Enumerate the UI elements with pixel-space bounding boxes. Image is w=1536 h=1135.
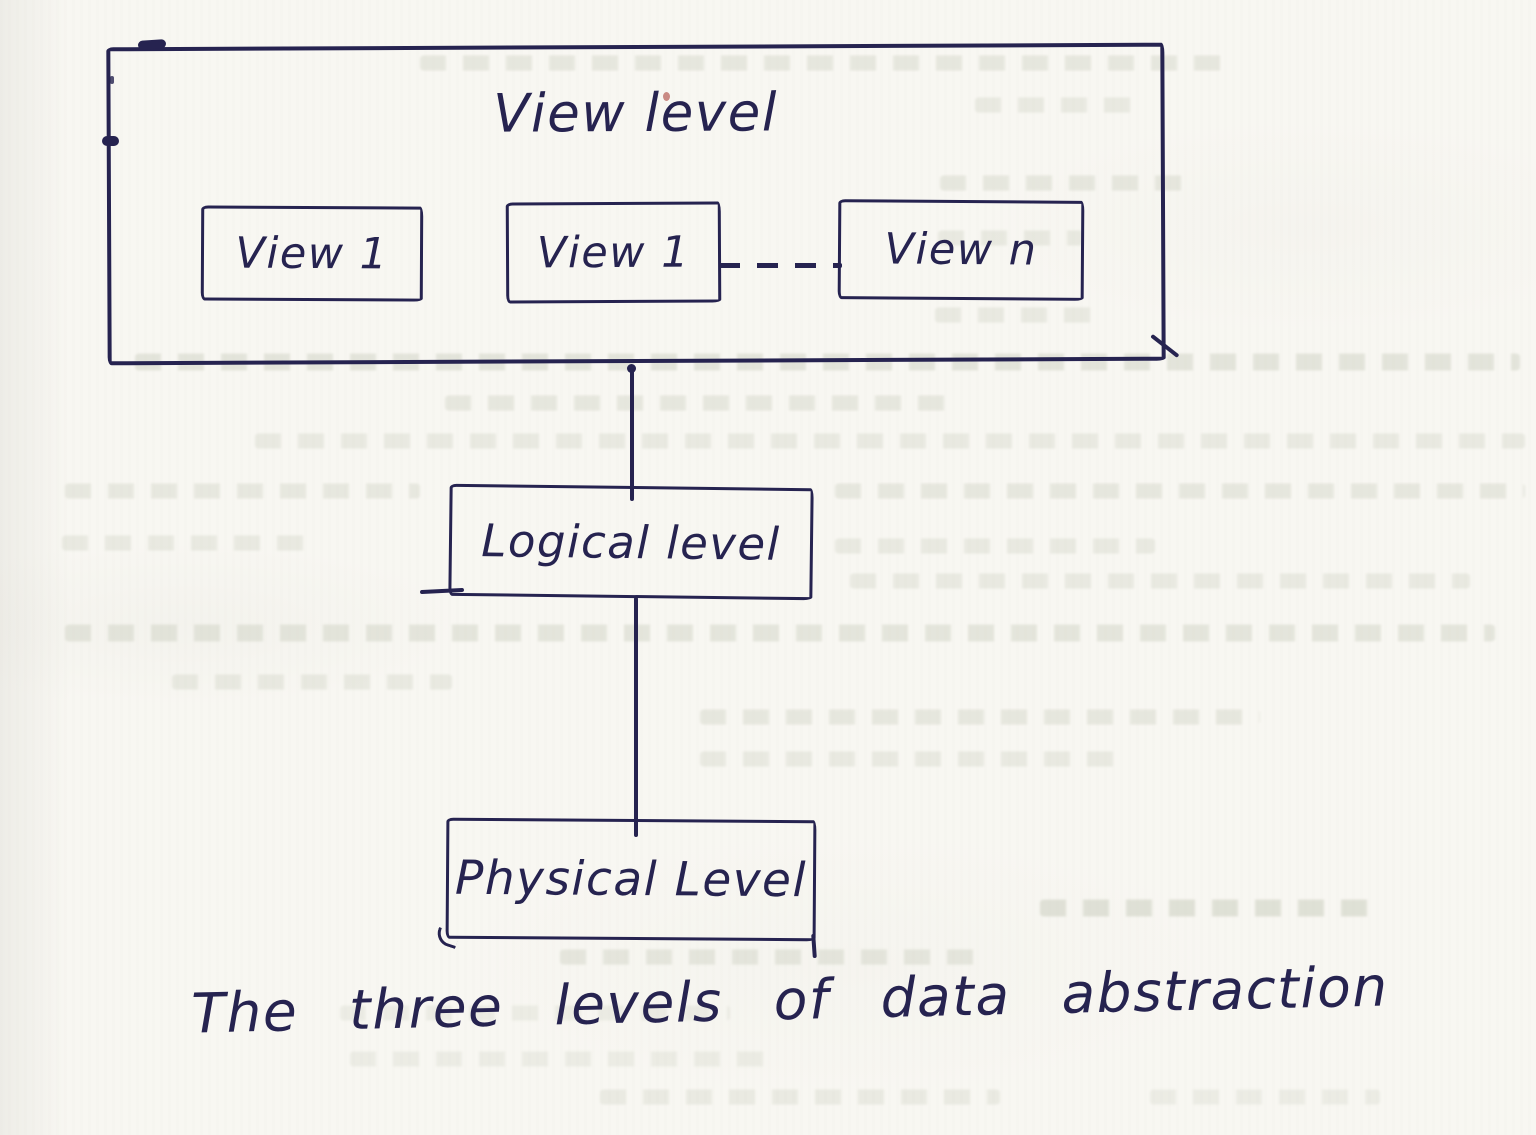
red-ink-speck <box>663 92 670 101</box>
view-n-label: View n <box>884 224 1038 276</box>
bleed-through-mark <box>255 433 1525 449</box>
bleed-through-mark <box>340 1005 730 1021</box>
bleed-through-mark <box>835 538 1155 554</box>
bleed-through-mark <box>65 624 1495 642</box>
bleed-through-mark <box>560 949 990 965</box>
view-level-title: View level <box>493 82 779 145</box>
bleed-through-mark <box>1150 1089 1380 1105</box>
physical-level-box: Physical Level <box>445 817 817 942</box>
bleed-through-mark <box>850 573 1470 589</box>
dashed-connector <box>719 263 842 268</box>
connector-logical-to-physical <box>634 597 638 837</box>
view-1-label: View 1 <box>235 228 389 279</box>
ink-junction-dot <box>627 364 636 373</box>
logical-level-label: Logical level <box>481 513 781 571</box>
diagram-caption: The three levels of data abstraction <box>190 954 1390 1046</box>
bleed-through-mark <box>445 395 960 411</box>
ink-blob <box>102 136 119 146</box>
bleed-through-mark <box>600 1089 1000 1105</box>
bleed-through-mark <box>420 55 1230 71</box>
view-1-box: View 1 <box>200 205 424 302</box>
view-n-box: View n <box>837 199 1085 301</box>
ink-dot <box>110 76 114 84</box>
bleed-through-mark <box>135 353 1520 371</box>
view-2-label: View 1 <box>536 227 691 278</box>
logical-level-box: Logical level <box>448 483 814 601</box>
bleed-through-mark <box>172 674 452 690</box>
ink-blob <box>137 39 167 50</box>
bleed-through-mark <box>350 1051 770 1067</box>
bleed-through-mark <box>935 307 1105 323</box>
bleed-through-mark <box>940 175 1195 191</box>
view-2-box: View 1 <box>505 201 722 304</box>
bleed-through-mark <box>65 483 420 499</box>
bleed-through-mark <box>938 230 1083 246</box>
bleed-through-mark <box>975 97 1145 113</box>
physical-level-label: Physical Level <box>454 850 808 909</box>
bleed-through-mark <box>700 709 1260 725</box>
connector-viewlevel-to-logical <box>630 367 634 501</box>
bleed-through-mark <box>1040 899 1380 917</box>
bleed-through-mark <box>835 483 1525 499</box>
bleed-through-mark <box>700 751 1120 767</box>
bleed-through-mark <box>62 535 317 551</box>
